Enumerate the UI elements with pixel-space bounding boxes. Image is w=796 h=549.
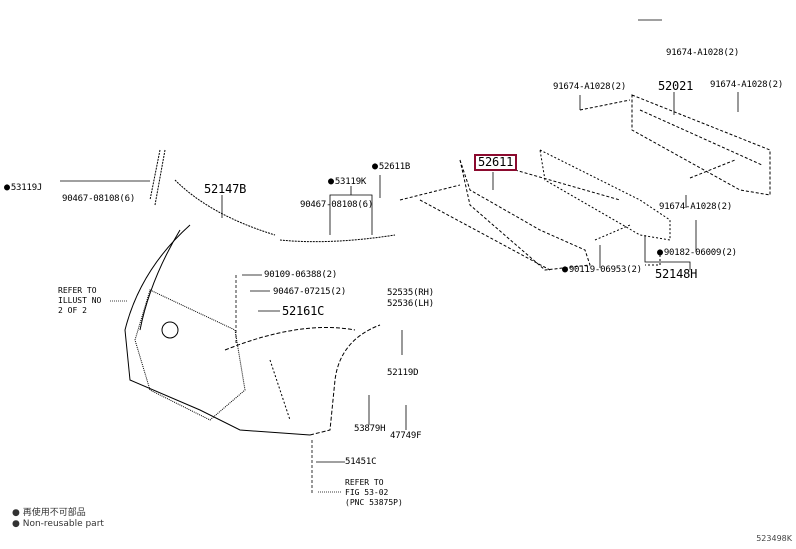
bumper-reinforcement-drawing <box>579 94 771 196</box>
part-91674-bottom[interactable]: 91674-A1028(2) <box>659 202 733 212</box>
refer-illustration-note: REFER TO ILLUST NO 2 OF 2 <box>58 286 102 315</box>
legend-japanese: ● 再使用不可部品 <box>12 508 86 518</box>
part-90467-07215[interactable]: 90467-07215(2) <box>273 287 347 297</box>
part-52535-rh[interactable]: 52535(RH) <box>387 288 434 298</box>
part-52611-highlighted[interactable]: 52611 <box>474 154 518 171</box>
part-91674-right[interactable]: 91674-A1028(2) <box>710 80 784 90</box>
legend-english: ● Non-reusable part <box>12 519 104 529</box>
energy-absorber-drawing <box>399 159 621 271</box>
legend-jp-text: 再使用不可部品 <box>22 508 86 518</box>
part-52536-lh[interactable]: 52536(LH) <box>387 299 434 309</box>
figure-id: 523498K <box>756 534 792 543</box>
part-90119-06953[interactable]: 90119-06953(2) <box>562 265 642 275</box>
upper-molding-drawing <box>174 179 276 236</box>
part-52147B[interactable]: 52147B <box>204 182 247 196</box>
part-52148H[interactable]: 52148H <box>655 267 698 281</box>
lower-molding-drawing <box>279 234 396 243</box>
leader-lines <box>60 19 739 495</box>
part-91674-top[interactable]: 91674-A1028(2) <box>666 48 740 58</box>
part-53119K[interactable]: 53119K <box>328 177 367 187</box>
legend-en-text: Non-reusable part <box>22 519 104 529</box>
part-90467-08108-b[interactable]: 90467-08108(6) <box>300 200 374 210</box>
refer-figure-note: REFER TO FIG 53-02 (PNC 53875P) <box>345 478 403 507</box>
part-52021[interactable]: 52021 <box>658 79 694 93</box>
bumper-cover-drawing <box>124 224 381 436</box>
part-52611B[interactable]: 52611B <box>372 162 411 172</box>
part-51451C[interactable]: 51451C <box>345 457 377 467</box>
part-47749F[interactable]: 47749F <box>390 431 422 441</box>
part-90109-06388[interactable]: 90109-06388(2) <box>264 270 338 280</box>
part-53879H[interactable]: 53879H <box>354 424 386 434</box>
part-90182-06009[interactable]: 90182-06009(2) <box>657 248 737 258</box>
part-90467-08108-a[interactable]: 90467-08108(6) <box>62 194 136 204</box>
part-52119D[interactable]: 52119D <box>387 368 419 378</box>
part-52161C[interactable]: 52161C <box>282 304 325 318</box>
side-molding-drawing <box>149 149 166 206</box>
part-53119J[interactable]: 53119J <box>4 183 43 193</box>
part-91674-left[interactable]: 91674-A1028(2) <box>553 82 627 92</box>
retainer-drawing <box>539 149 671 266</box>
